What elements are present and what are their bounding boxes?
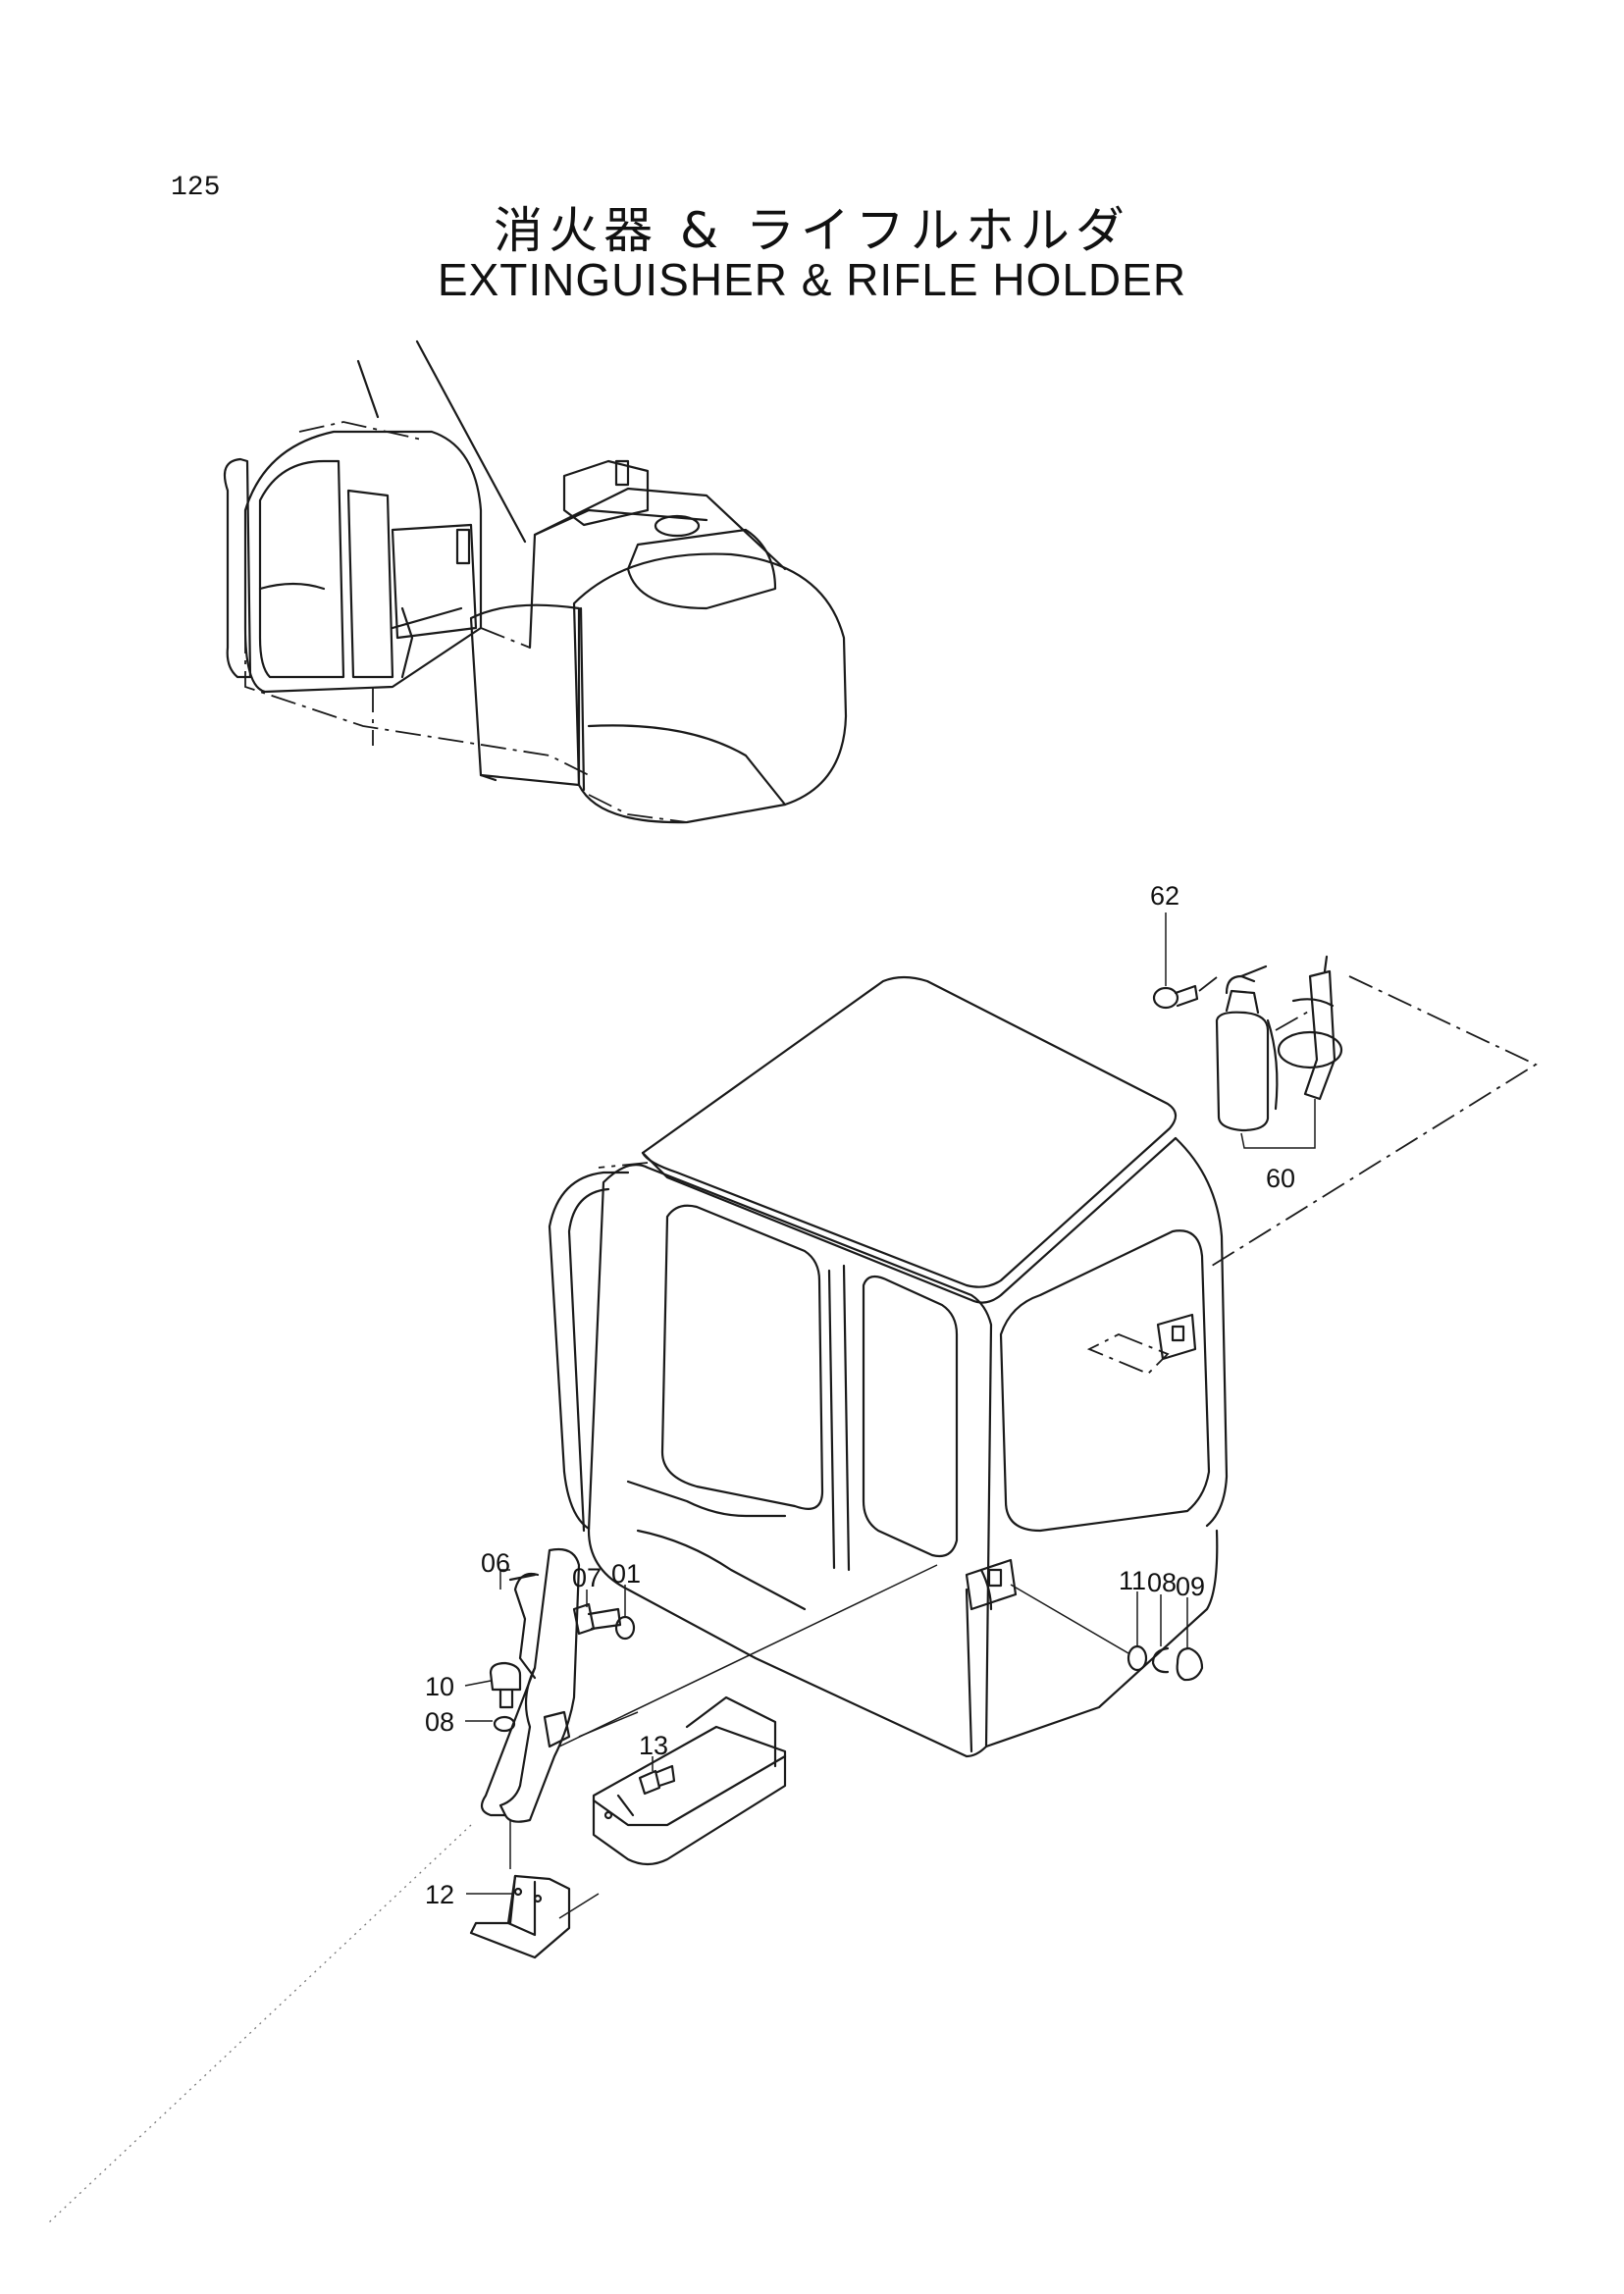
part-label-60: 60	[1266, 1164, 1295, 1193]
machine-overview-illustration	[223, 339, 848, 824]
part-label-62: 62	[1150, 881, 1179, 911]
part-label-12: 12	[425, 1880, 454, 1909]
title-english: EXTINGUISHER & RIFLE HOLDER	[437, 254, 1187, 305]
part-label-11: 11	[1119, 1566, 1146, 1595]
part-label-10: 10	[425, 1672, 454, 1701]
part-label-13: 13	[639, 1731, 668, 1760]
part-label-08-left: 08	[425, 1707, 454, 1737]
part-label-08-right: 08	[1147, 1568, 1177, 1597]
page-number: 125	[171, 173, 221, 203]
part-label-07: 07	[572, 1563, 602, 1592]
cab-illustration	[548, 975, 1229, 1758]
rifle-holder-illustration	[48, 1547, 1204, 2223]
title-japanese: 消火器 & ライフルホルダ	[494, 202, 1130, 259]
leader-lines	[464, 912, 1188, 1895]
part-label-01: 01	[611, 1559, 641, 1589]
part-label-09: 09	[1176, 1572, 1205, 1601]
fire-extinguisher-illustration	[1152, 955, 1538, 1267]
part-label-06: 06	[481, 1548, 510, 1578]
